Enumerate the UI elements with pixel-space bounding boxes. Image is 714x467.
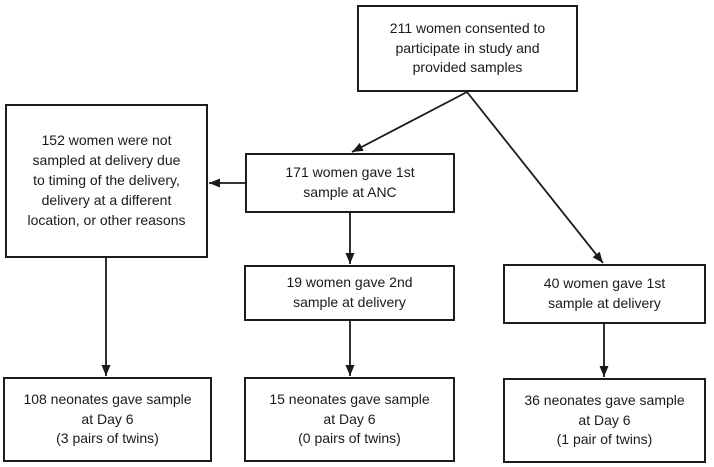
box-gave-1st-anc-text: 171 women gave 1st sample at ANC bbox=[285, 164, 415, 200]
box-neonates-108: 108 neonates gave sample at Day 6 (3 pai… bbox=[3, 377, 212, 462]
box-gave-2nd-delivery: 19 women gave 2nd sample at delivery bbox=[244, 265, 455, 321]
box-gave-2nd-delivery-text: 19 women gave 2nd sample at delivery bbox=[286, 274, 413, 310]
box-neonates-108-text: 108 neonates gave sample at Day 6 (3 pai… bbox=[23, 390, 192, 447]
arrow-consented-to-gave-1st-delivery bbox=[466, 91, 604, 264]
box-gave-1st-delivery: 40 women gave 1st sample at delivery bbox=[503, 264, 706, 324]
box-neonates-15-text: 15 neonates gave sample at Day 6 (0 pair… bbox=[269, 390, 430, 447]
box-consented-text: 211 women consented to participate in st… bbox=[389, 19, 546, 76]
box-gave-1st-anc: 171 women gave 1st sample at ANC bbox=[245, 153, 455, 213]
arrow-consented-to-gave-1st-anc bbox=[351, 91, 468, 153]
box-neonates-15: 15 neonates gave sample at Day 6 (0 pair… bbox=[244, 377, 455, 462]
box-gave-1st-delivery-text: 40 women gave 1st sample at delivery bbox=[543, 275, 666, 311]
box-not-sampled-text: 152 women were not sampled at delivery d… bbox=[27, 132, 186, 228]
box-not-sampled: 152 women were not sampled at delivery d… bbox=[5, 104, 208, 258]
box-neonates-36-text: 36 neonates gave sample at Day 6 (1 pair… bbox=[524, 391, 685, 448]
box-neonates-36: 36 neonates gave sample at Day 6 (1 pair… bbox=[503, 378, 706, 463]
box-consented: 211 women consented to participate in st… bbox=[357, 5, 578, 92]
